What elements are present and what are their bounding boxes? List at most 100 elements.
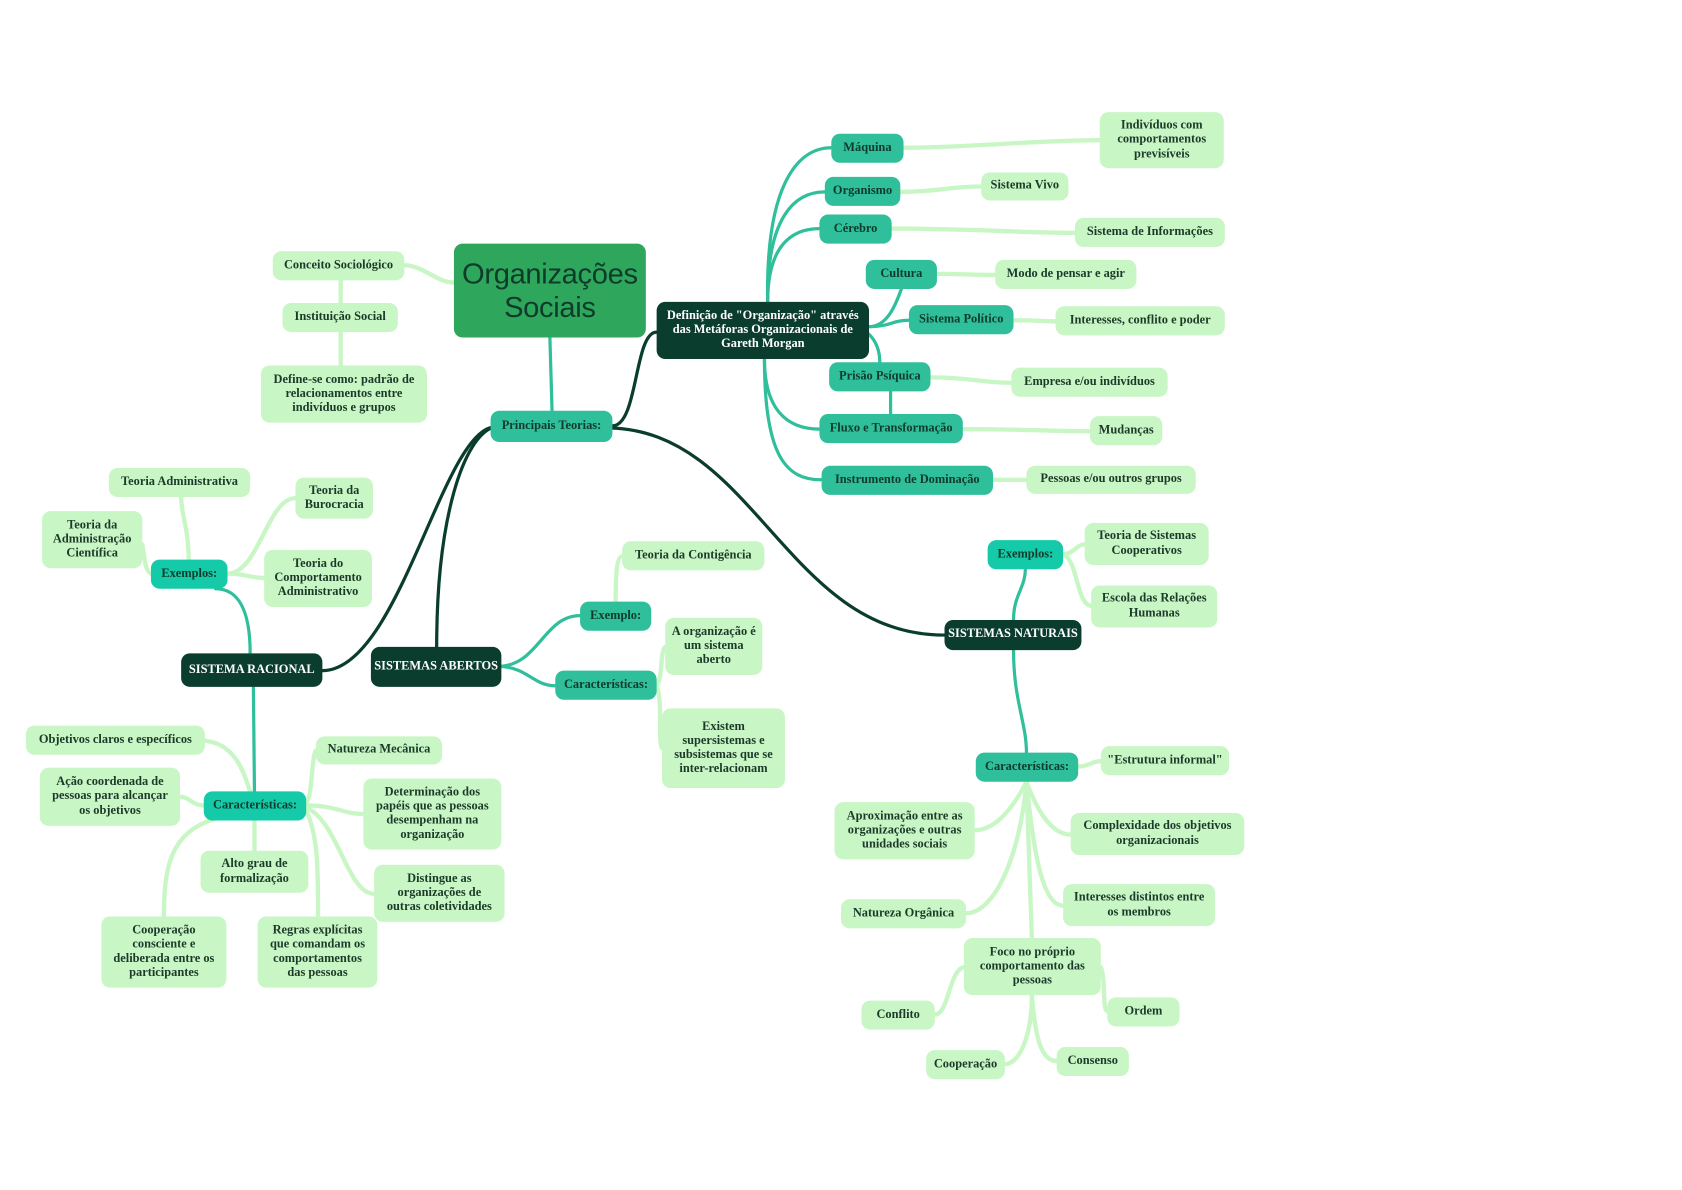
naturais-characteristics-node: Características:	[975, 752, 1079, 782]
racional-example-item: Teoria da Burocracia	[295, 477, 374, 519]
naturais-characteristic-item: "Estrutura informal"	[1100, 746, 1230, 776]
abertos-characteristic-item: A organização é um sistema aberto	[665, 617, 763, 675]
meaning-organismo: Sistema Vivo	[981, 172, 1069, 201]
meaning-prisao-psiquica: Empresa e/ou indivíduos	[1011, 367, 1168, 397]
focus-child-item: Ordem	[1107, 997, 1180, 1027]
connector-naturais-characteristic	[972, 779, 1029, 833]
connector-abertos-example	[613, 554, 625, 604]
metaphor-cultura: Cultura	[865, 259, 937, 289]
naturais-characteristic-item: Aproximação entre as organizações e outr…	[834, 802, 975, 860]
connector-naturais-example	[1060, 552, 1094, 609]
connector-racional-examples	[214, 587, 252, 656]
racional-characteristic-item: Alto grau de formalização	[200, 850, 309, 893]
connector-cultura-meaning	[934, 271, 998, 278]
connector-abertos-example	[499, 614, 582, 668]
connector-focus-child	[1029, 993, 1059, 1064]
morgan-definition-node: Definição de "Organização" através das M…	[656, 301, 870, 360]
abertos-example-item: Teoria da Contigência	[622, 541, 765, 571]
racional-characteristic-item: Cooperação consciente e deliberada entre…	[101, 916, 227, 988]
abertos-characteristics-node: Características:	[555, 670, 657, 700]
concept-institution: Instituição Social	[282, 302, 398, 333]
sistemas-naturais-node: SISTEMAS NATURAIS	[944, 619, 1082, 651]
racional-example-item: Teoria Administrativa	[108, 467, 251, 498]
racional-example-item: Teoria da Administração Científica	[42, 511, 143, 569]
sistema-racional-node: SISTEMA RACIONAL	[181, 653, 323, 687]
racional-characteristic-item: Distingue as organizações de outras cole…	[374, 864, 505, 922]
focus-child-item: Conflito	[861, 1000, 935, 1030]
metaphor-sistema-politico: Sistema Político	[908, 305, 1014, 335]
naturais-examples-node: Exemplos:	[987, 540, 1064, 570]
abertos-example-node: Exemplo:	[580, 601, 652, 631]
meaning-cultura: Modo de pensar e agir	[995, 259, 1137, 289]
connector-organismo-meaning	[898, 184, 984, 195]
metaphor-instrumento: Instrumento de Dominação	[821, 465, 994, 495]
connector-theories-racional	[320, 425, 496, 673]
connector-racional-example	[140, 542, 154, 576]
connector-theories-abertos	[435, 425, 496, 649]
naturais-characteristic-item: Foco no próprio comportamento das pessoa…	[963, 938, 1101, 996]
connector-naturais-characteristic	[1076, 759, 1103, 769]
connector-abertos-characteristic	[654, 644, 668, 688]
racional-characteristics-node: Características:	[203, 791, 307, 821]
connector-naturais-examples	[1011, 567, 1027, 622]
naturais-characteristic-item: Natureza Orgânica	[840, 899, 967, 929]
connector-racional-characteristic	[304, 803, 366, 817]
connector-focus-child	[932, 964, 967, 1017]
racional-characteristic-item: Natureza Mecânica	[315, 736, 443, 765]
connector-central-theories	[548, 335, 554, 413]
meaning-sistema-politico: Interesses, conflito e poder	[1055, 306, 1225, 336]
metaphor-prisao-psiquica: Prisão Psíquica	[829, 362, 931, 392]
connector-racional-characteristic	[304, 805, 377, 896]
connector-naturais-example	[1060, 542, 1087, 557]
connector-morgan-metaphor	[762, 357, 824, 482]
connector-abertos-characteristics	[499, 664, 557, 688]
meaning-instrumento: Pessoas e/ou outros grupos	[1026, 465, 1196, 494]
connector-racional-example	[178, 494, 191, 562]
connector-racional-characteristic	[177, 794, 206, 808]
focus-child-item: Cooperação	[926, 1050, 1005, 1080]
connector-racional-characteristic	[304, 808, 321, 919]
racional-characteristic-item: Ação coordenada de pessoas para alcançar…	[39, 767, 181, 826]
connector-theories-naturais	[608, 426, 947, 637]
metaphor-fluxo: Fluxo e Transformação	[819, 414, 963, 444]
connector-abertos-characteristic	[654, 683, 665, 751]
connector-racional-example	[225, 495, 298, 576]
connector-morgan-metaphor	[867, 318, 911, 329]
connector-naturais-characteristic	[1024, 779, 1034, 941]
connector-naturais-characteristic	[963, 779, 1029, 916]
sistemas-abertos-node: SISTEMAS ABERTOS	[370, 646, 502, 687]
racional-example-item: Teoria do Comportamento Administrativo	[264, 549, 372, 608]
connector-naturais-characteristics	[1011, 648, 1029, 755]
naturais-example-item: Teoria de Sistemas Cooperativos	[1084, 522, 1209, 565]
naturais-characteristic-item: Complexidade dos objetivos organizaciona…	[1070, 812, 1245, 856]
meaning-cerebro: Sistema de Informações	[1074, 217, 1225, 247]
metaphor-organismo: Organismo	[824, 176, 901, 206]
connector-morgan-metaphor	[867, 332, 882, 364]
connector-theories-morgan	[610, 330, 659, 428]
connector-racional-example	[225, 571, 267, 581]
racional-characteristic-item: Regras explícitas que comandam os compor…	[257, 916, 378, 988]
naturais-characteristic-item: Interesses distintos entre os membros	[1063, 884, 1216, 927]
connector-naturais-characteristic	[1024, 779, 1073, 837]
connector-politico-meaning	[1011, 318, 1058, 324]
connector-focus-child	[1098, 964, 1110, 1014]
connector-racional-characteristic	[202, 738, 253, 794]
connector-central-concept	[402, 263, 457, 285]
meaning-fluxo: Mudanças	[1090, 416, 1163, 446]
racional-characteristic-item: Determinação dos papéis que as pessoas d…	[363, 778, 502, 850]
concept-sociological: Conceito Sociológico	[272, 251, 405, 281]
connector-cerebro-meaning	[889, 226, 1078, 236]
naturais-example-item: Escola das Relações Humanas	[1091, 585, 1218, 628]
connector-prisao-meaning	[928, 375, 1014, 385]
connector-maquina-meaning	[901, 138, 1102, 150]
meaning-maquina: Indivíduos com comportamentos previsívei…	[1099, 112, 1224, 169]
connector-morgan-metaphor	[766, 226, 822, 304]
central-topic: Organizações Sociais	[453, 243, 646, 338]
connector-racional-characteristic	[161, 817, 216, 919]
connector-racional-characteristics	[251, 685, 257, 794]
racional-examples-node: Exemplos:	[150, 559, 228, 589]
theories-node: Principais Teorias:	[490, 410, 613, 443]
concept-definition: Define-se como: padrão de relacionamento…	[260, 365, 427, 423]
connector-focus-child	[1002, 993, 1034, 1067]
